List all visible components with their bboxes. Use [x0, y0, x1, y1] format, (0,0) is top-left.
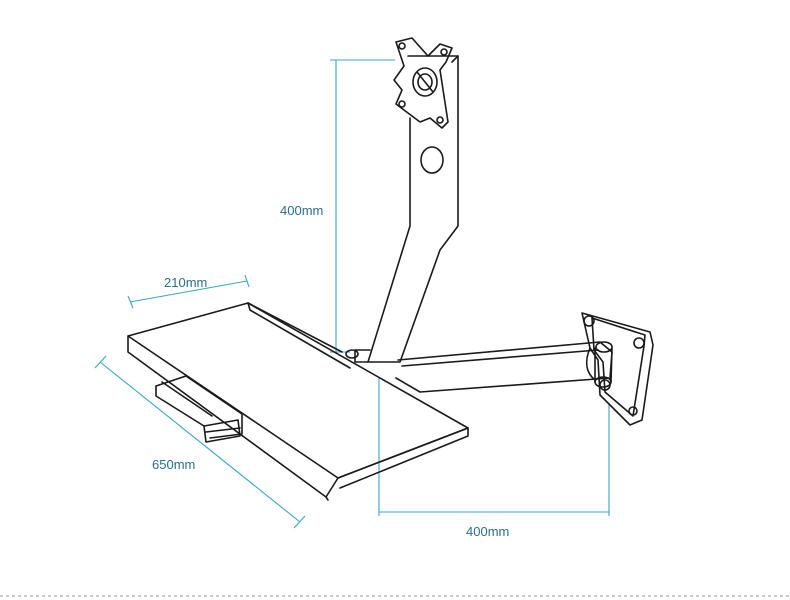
tray-width-dimension: 650mm: [94, 355, 306, 529]
vesa-head: [393, 37, 453, 129]
tray-depth-dimension: 210mm: [127, 274, 250, 309]
wall-plate: [581, 312, 654, 426]
arm-reach-dimension: 400mm: [378, 378, 610, 539]
pole-height-dimension: 400mm: [280, 59, 395, 353]
keyboard-tray: [127, 302, 469, 501]
horizontal-arm: [395, 341, 613, 393]
arm-reach-label: 400mm: [466, 524, 509, 539]
tray-depth-label: 210mm: [164, 275, 207, 290]
pole-height-label: 400mm: [280, 203, 323, 218]
tray-width-label: 650mm: [152, 457, 195, 472]
vertical-pole: [345, 55, 459, 363]
